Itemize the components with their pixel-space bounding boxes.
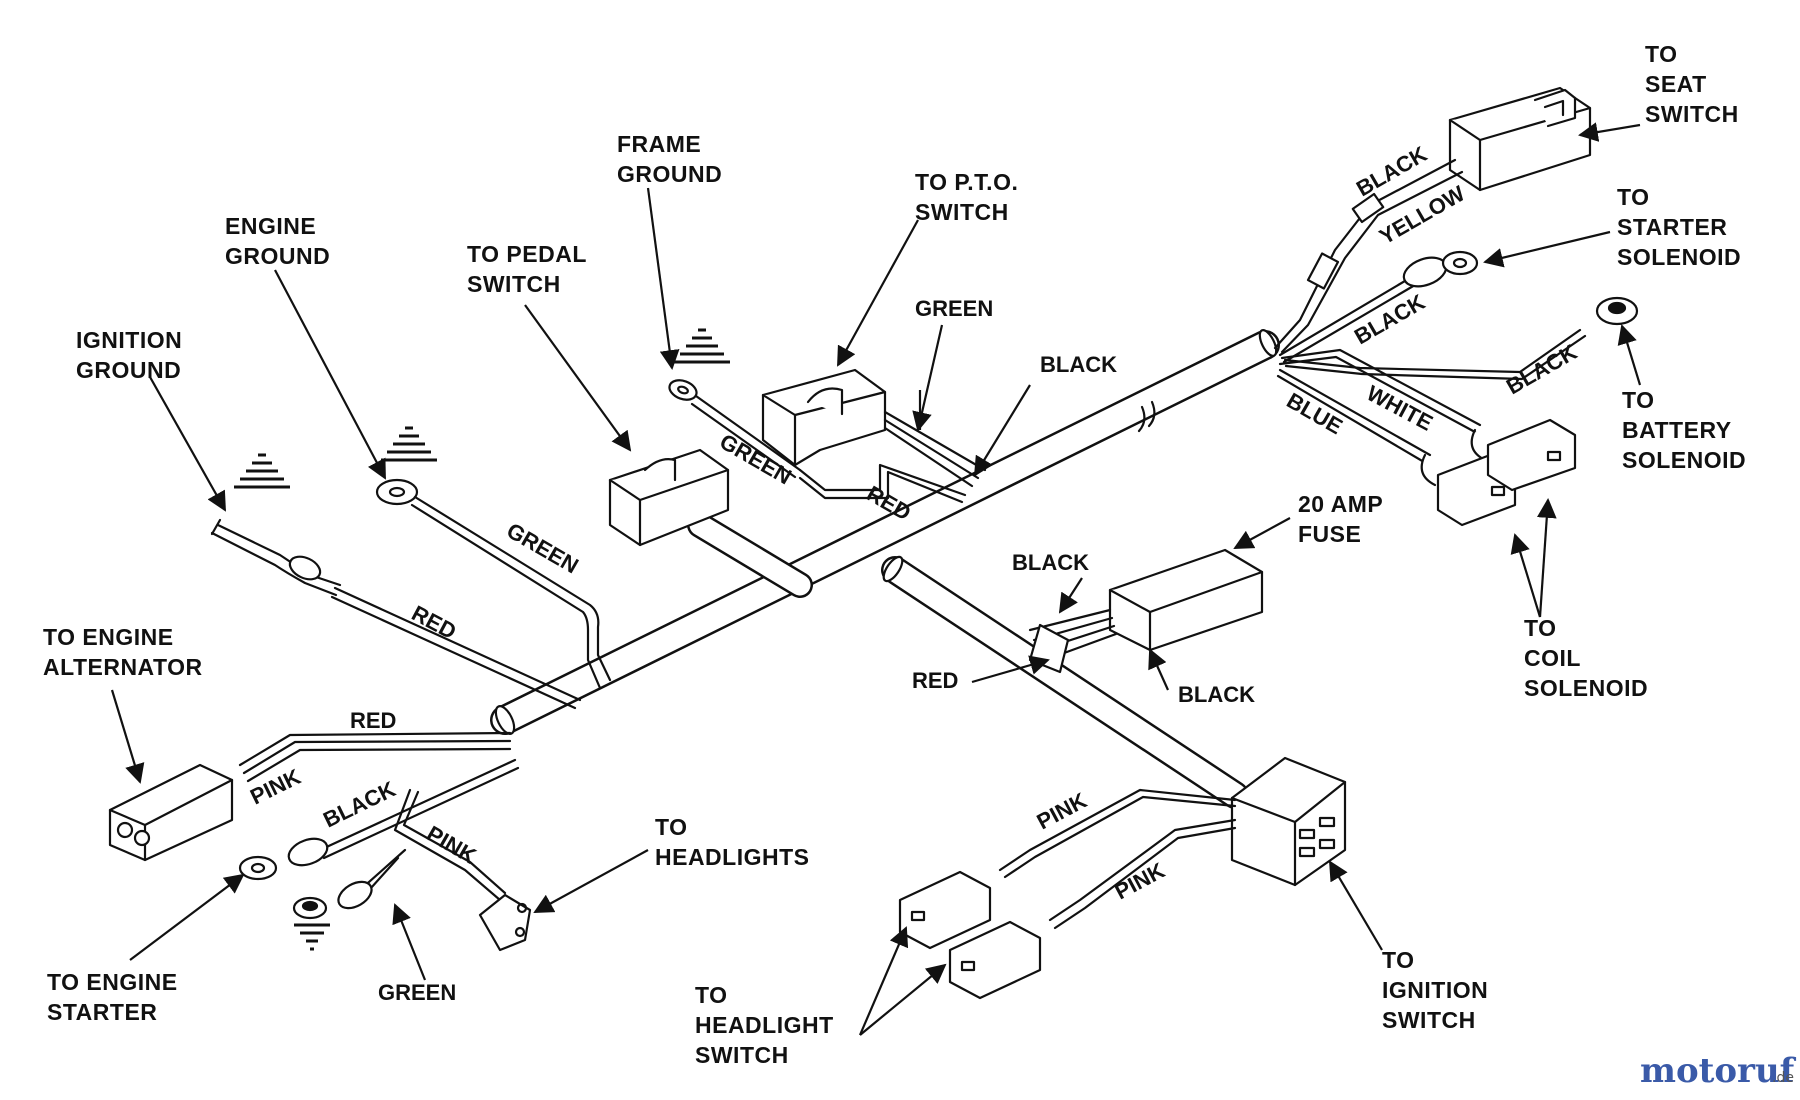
main-harness-trunk xyxy=(490,329,1280,735)
wire-label-seat-yellow: YELLOW xyxy=(1375,181,1469,250)
label-to-battery-solenoid: TO BATTERY SOLENOID xyxy=(1622,387,1746,473)
ground-symbol-engine xyxy=(381,426,437,462)
fuse-holder xyxy=(1108,548,1264,652)
ignition-switch-connector xyxy=(1230,756,1347,887)
battery-solenoid-terminal xyxy=(1283,296,1639,381)
pedal-switch-branch xyxy=(687,512,813,598)
pedal-switch-connector xyxy=(608,448,730,547)
engine-ground-terminal xyxy=(375,478,612,690)
label-to-pto-switch: TO P.T.O. SWITCH xyxy=(915,169,1025,225)
frame-ground-terminal xyxy=(668,379,802,479)
seat-switch-connector xyxy=(1448,86,1592,192)
starter-solenoid-terminal xyxy=(1278,250,1479,364)
wire-label-fuse-black-top: BLACK xyxy=(1012,550,1089,575)
alternator-connector xyxy=(108,731,512,862)
wire-label-seat-black: BLACK xyxy=(1352,141,1431,201)
fuse-wires xyxy=(1028,608,1118,674)
wire-label-alternator-red: RED xyxy=(350,708,396,733)
label-frame-ground: FRAME GROUND xyxy=(617,131,722,187)
watermark-brand: motoruf xyxy=(1640,1051,1797,1091)
label-to-engine-starter: TO ENGINE STARTER xyxy=(47,969,185,1025)
ground-symbols xyxy=(234,328,730,951)
watermark-suffix: .de xyxy=(1772,1070,1794,1086)
wire-label-starter-black: BLACK xyxy=(1350,289,1429,349)
ground-symbol-frame xyxy=(674,328,730,364)
ground-symbol-ignition xyxy=(234,453,290,489)
wire-label-pto-green: GREEN xyxy=(915,296,993,321)
wire-label-headlight-switch-pink-top: PINK xyxy=(1033,788,1091,835)
label-to-headlights: TO HEADLIGHTS xyxy=(655,814,810,870)
label-ignition-ground: IGNITION GROUND xyxy=(76,327,189,383)
headlight-switch-connectors xyxy=(898,788,1237,1000)
wire-label-pto-black: BLACK xyxy=(1040,352,1117,377)
pto-wires xyxy=(798,410,987,504)
label-to-ignition-switch: TO IGNITION SWITCH xyxy=(1382,947,1495,1033)
seat-switch-wires xyxy=(1273,158,1464,354)
pto-switch-connector xyxy=(761,368,887,467)
label-to-engine-alternator: TO ENGINE ALTERNATOR xyxy=(43,624,203,680)
wire-label-headlight-switch-pink-bottom: PINK xyxy=(1111,858,1169,905)
watermark: motoruf .de xyxy=(1640,1051,1797,1091)
leader-arrows xyxy=(110,122,1642,1036)
ground-terminal-bottom xyxy=(292,848,407,920)
wire-label-fuse-red: RED xyxy=(912,668,958,693)
wire-label-starter-black: BLACK xyxy=(319,776,399,832)
coil-solenoid-connectors xyxy=(1276,348,1577,527)
wire-label-coil-white: WHITE xyxy=(1363,380,1437,435)
wire-label-ground-green: GREEN xyxy=(378,980,456,1005)
headlights-connector xyxy=(393,788,532,952)
wire-label-battery-black: BLACK xyxy=(1502,339,1581,399)
wire-label-coil-blue: BLUE xyxy=(1283,388,1347,440)
wire-label-fuse-black-bottom: BLACK xyxy=(1178,682,1255,707)
ground-symbol-bottom xyxy=(294,923,330,951)
label-to-seat-switch: TO SEAT SWITCH xyxy=(1645,41,1739,127)
label-engine-ground: ENGINE GROUND xyxy=(225,213,330,269)
label-to-pedal-switch: TO PEDAL SWITCH xyxy=(467,241,593,297)
ignition-ground-terminal xyxy=(210,518,582,710)
label-to-coil-solenoid: TO COIL SOLENOID xyxy=(1524,615,1648,701)
engine-starter-terminal xyxy=(238,758,520,881)
label-fuse-20-amp: 20 AMP FUSE xyxy=(1298,491,1390,547)
label-to-headlight-switch: TO HEADLIGHT SWITCH xyxy=(695,982,841,1068)
label-to-starter-solenoid: TO STARTER SOLENOID xyxy=(1617,184,1741,270)
wire-label-alternator-pink: PINK xyxy=(246,764,304,810)
wire-label-ignition-red: RED xyxy=(408,600,461,644)
cross-branch-harness xyxy=(881,555,1249,809)
